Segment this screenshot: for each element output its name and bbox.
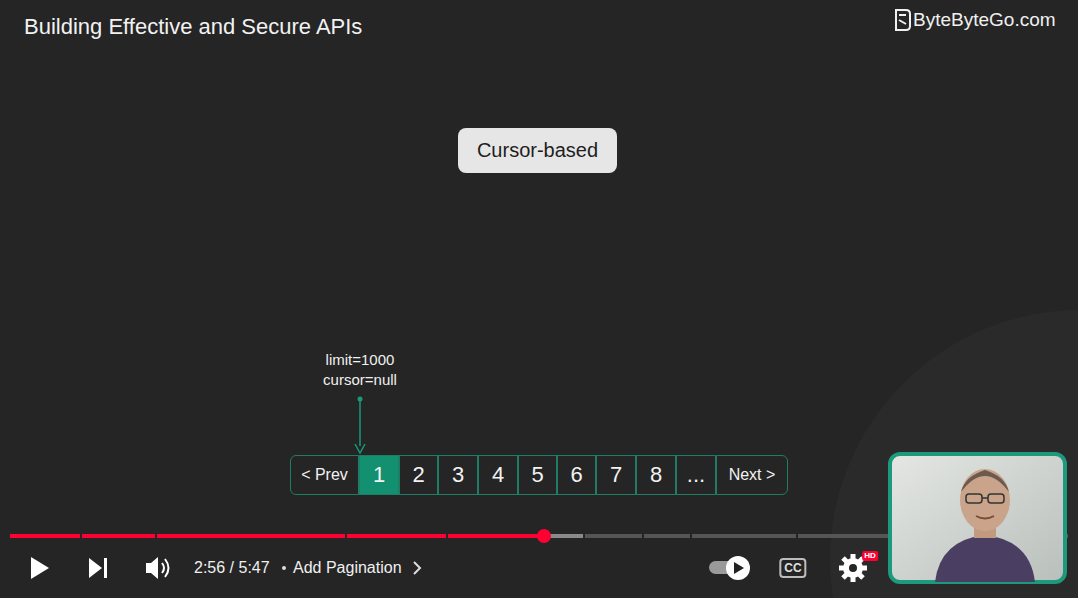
page-label: ... <box>687 462 705 488</box>
next-icon <box>89 558 102 578</box>
page-button: 6 <box>557 455 596 495</box>
page-button: < Prev <box>290 455 359 495</box>
page-button: 5 <box>518 455 557 495</box>
page-label: < Prev <box>301 466 348 484</box>
page-label: 6 <box>570 462 582 488</box>
page-button: 7 <box>596 455 636 495</box>
page-label: 3 <box>452 462 464 488</box>
play-icon <box>31 557 49 579</box>
method-badge: Cursor-based <box>458 128 617 173</box>
next-bar <box>104 558 107 578</box>
volume-icon <box>146 557 158 579</box>
param-label: cursor=null <box>323 371 397 388</box>
page-label: 2 <box>412 462 424 488</box>
page-label: 1 <box>373 462 385 488</box>
arrow-head <box>355 444 365 453</box>
progress-played <box>10 534 544 538</box>
param-label: limit=1000 <box>326 351 395 368</box>
logo-mark <box>899 15 906 24</box>
brand-logo: ByteByteGo.com <box>913 9 1056 31</box>
page-label: 5 <box>531 462 543 488</box>
page-button: ... <box>676 455 716 495</box>
page-button: Next > <box>716 455 788 495</box>
page-label: Next > <box>729 466 776 484</box>
page-label: 4 <box>492 462 504 488</box>
video-title: Building Effective and Secure APIs <box>24 14 362 40</box>
page-button: 1 <box>359 455 399 495</box>
page-button: 2 <box>399 455 438 495</box>
time-display: 2:56 / 5:47 <box>194 559 270 577</box>
separator-dot <box>282 566 286 570</box>
page-button: 8 <box>636 455 676 495</box>
page-label: 8 <box>650 462 662 488</box>
page-button: 4 <box>478 455 518 495</box>
captions-button: CC <box>779 558 806 578</box>
background-arc <box>830 310 1078 598</box>
hd-badge: HD <box>862 551 878 561</box>
page-button: 3 <box>438 455 478 495</box>
chapter-gaps <box>80 533 798 539</box>
chapter-chevron <box>414 562 420 574</box>
autoplay-play <box>734 562 744 574</box>
volume-waves <box>162 559 169 577</box>
badge-text: Cursor-based <box>477 139 598 162</box>
page-label: 7 <box>610 462 622 488</box>
autoplay-knob <box>726 556 750 580</box>
scrubber <box>537 529 551 543</box>
logo-icon <box>896 10 910 30</box>
chapter-title: Add Pagination <box>293 559 402 577</box>
leader-line <box>359 399 361 446</box>
